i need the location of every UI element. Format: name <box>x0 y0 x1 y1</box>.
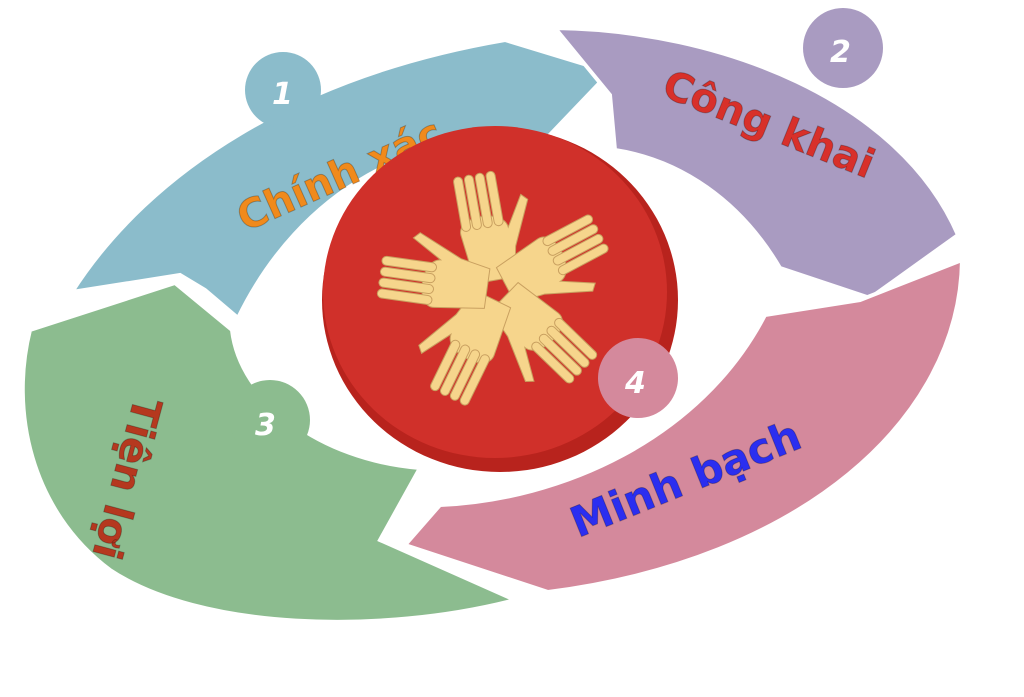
hand-finger <box>453 176 472 232</box>
hand-finger <box>378 277 434 295</box>
hand-finger <box>379 266 436 284</box>
hand-finger <box>381 255 438 273</box>
hand-finger <box>474 172 493 229</box>
hand-finger <box>554 317 598 360</box>
segment-4-number-badge <box>598 338 678 418</box>
center-emblem <box>322 126 678 472</box>
five-hands-star-icon <box>376 170 609 406</box>
hand-finger <box>542 214 594 247</box>
hand-finger <box>552 233 604 266</box>
segment-2-number: 2 <box>830 35 851 70</box>
segment-2: 2 Công khai <box>550 8 961 301</box>
segment-3: 3 Tiện lợi <box>20 280 522 624</box>
hand-finger <box>430 339 461 392</box>
segment-1-number-badge <box>245 52 321 128</box>
segment-3-number-badge <box>230 380 310 460</box>
hand-finger <box>376 288 433 305</box>
segment-1-number: 1 <box>272 77 293 112</box>
hand-finger <box>557 243 609 276</box>
hand-finger <box>546 325 590 368</box>
center-circle <box>323 126 667 458</box>
segment-4-badge-group: 4 <box>598 338 678 418</box>
hand-finger <box>547 224 599 256</box>
segment-2-number-badge <box>803 8 883 88</box>
segment-3-number: 3 <box>255 408 276 443</box>
segment-4-number: 4 <box>624 366 646 401</box>
hand-finger <box>485 170 504 227</box>
hand-finger <box>538 333 582 376</box>
hand-shape <box>418 289 512 406</box>
hand-finger <box>459 354 490 406</box>
hand-shape <box>376 232 491 309</box>
segment-4-arrow <box>401 257 965 595</box>
hand-finger <box>449 349 481 401</box>
hand-finger <box>439 344 471 396</box>
hand-finger <box>463 174 482 231</box>
segment-2-arrow <box>550 25 961 301</box>
hand-finger <box>531 341 575 384</box>
